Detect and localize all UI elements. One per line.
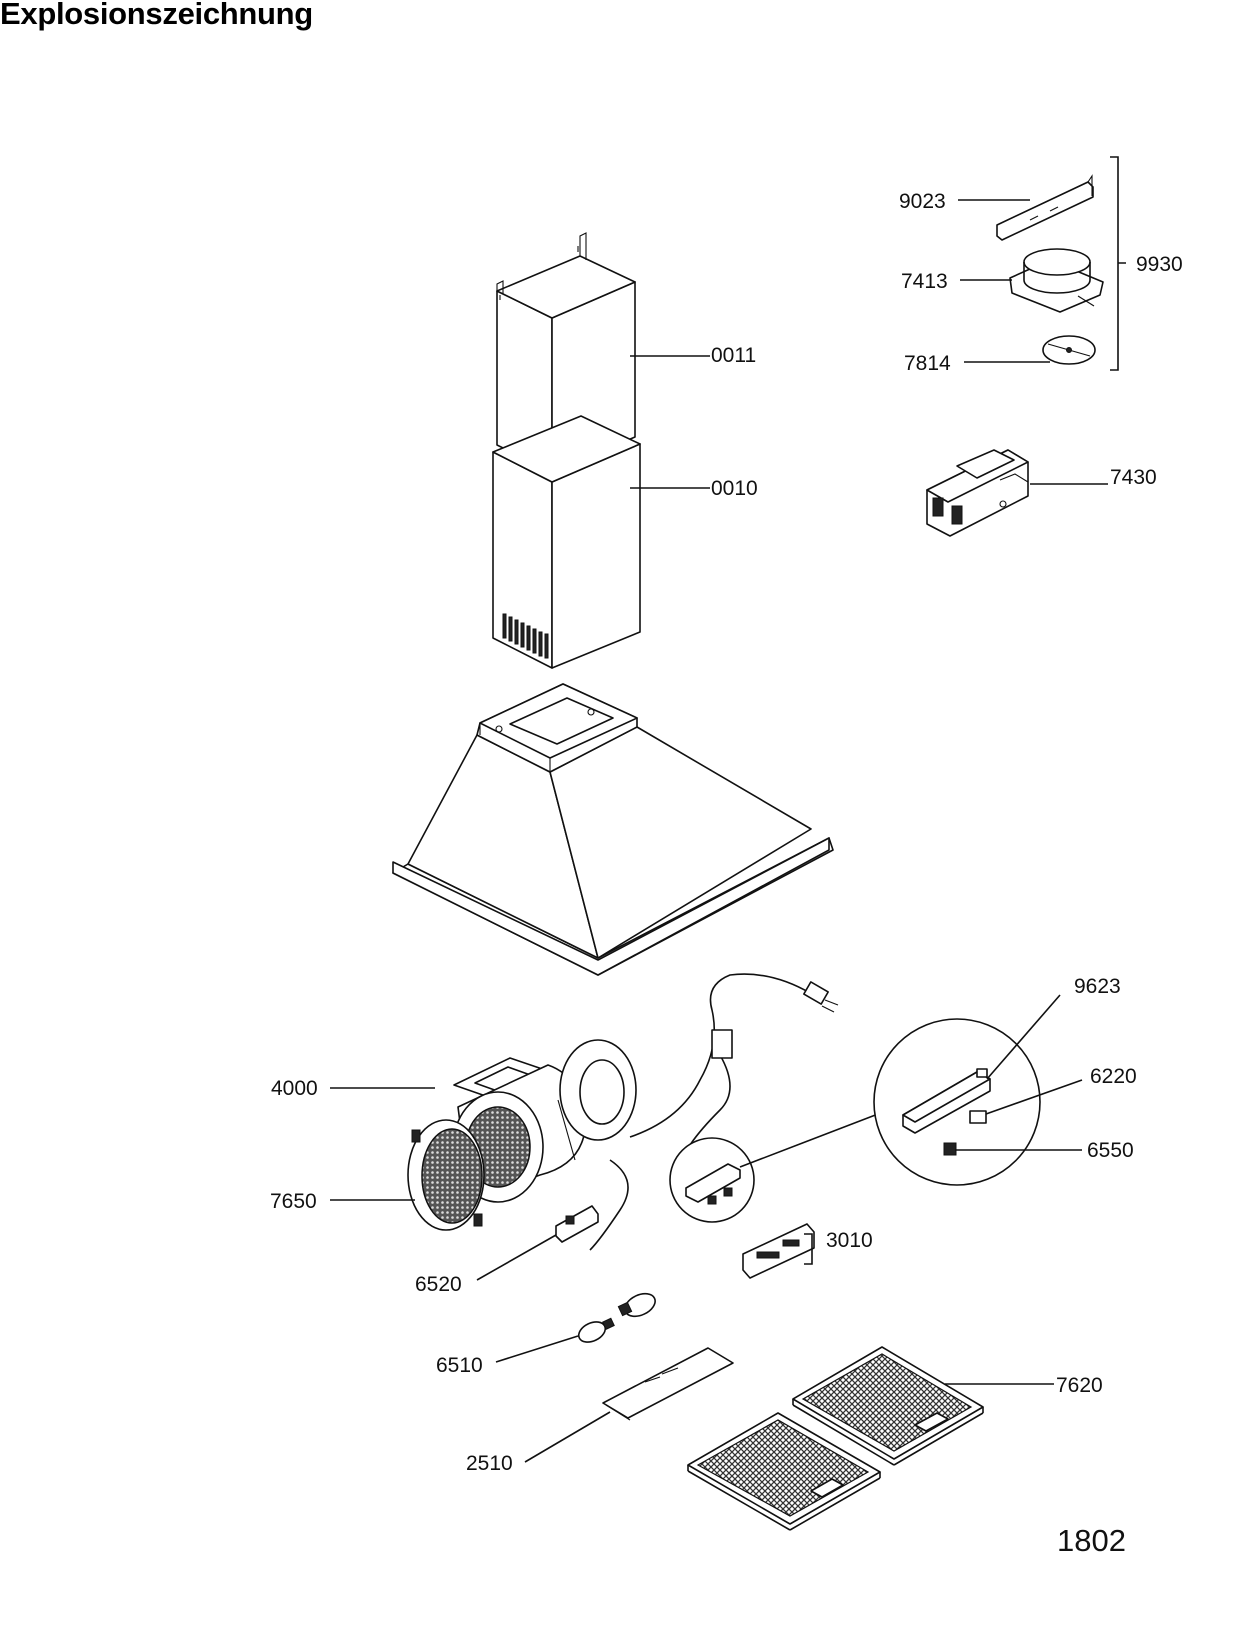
recirculation-deflector (926, 449, 1029, 537)
page-title: Explosionszeichnung (0, 0, 313, 31)
label-7620: 7620 (1056, 1374, 1103, 1397)
lamp-bulb-2 (577, 1317, 615, 1343)
label-9930: 9930 (1136, 253, 1183, 276)
label-7430: 7430 (1110, 466, 1157, 489)
label-6550: 6550 (1087, 1139, 1134, 1162)
label-9623: 9623 (1074, 975, 1121, 998)
control-module-small (669, 1137, 755, 1223)
label-2510: 2510 (466, 1452, 513, 1475)
label-6220: 6220 (1090, 1065, 1137, 1088)
label-6520: 6520 (415, 1273, 462, 1296)
assembly-brace-3010 (804, 1233, 813, 1265)
label-7814: 7814 (904, 352, 951, 375)
label-9023: 9023 (899, 190, 946, 213)
assembly-brace-9930 (1110, 156, 1126, 371)
label-7650: 7650 (270, 1190, 317, 1213)
label-6510: 6510 (436, 1354, 483, 1377)
fan-grease-cover (407, 1119, 485, 1231)
label-7413: 7413 (901, 270, 948, 293)
vent-slots (502, 613, 549, 659)
grease-filter-front (687, 1412, 881, 1531)
label-3010: 3010 (826, 1229, 873, 1252)
page-number: 1802 (1057, 1523, 1126, 1558)
label-0011: 0011 (711, 344, 756, 367)
capacitor (555, 1205, 599, 1243)
lamp-glass (602, 1347, 734, 1421)
hood-canopy (392, 683, 834, 976)
label-4000: 4000 (271, 1077, 318, 1100)
lamp-socket (742, 1223, 815, 1279)
wire-harness (589, 973, 839, 1251)
backdraft-flap (1042, 335, 1096, 365)
leader-lines (330, 199, 1108, 1463)
wall-bracket (996, 174, 1094, 241)
part-labels: 9023 7413 7814 9930 0011 0010 7430 9623 … (270, 190, 1183, 1475)
control-module-detail (873, 1018, 1041, 1186)
grease-filter-rear (792, 1346, 984, 1466)
chimney-lower-part (492, 415, 641, 669)
label-0010: 0010 (711, 477, 758, 500)
blower-ring (559, 1039, 637, 1141)
air-outlet-flange (1009, 248, 1104, 313)
lamp-bulb-1 (617, 1292, 656, 1318)
